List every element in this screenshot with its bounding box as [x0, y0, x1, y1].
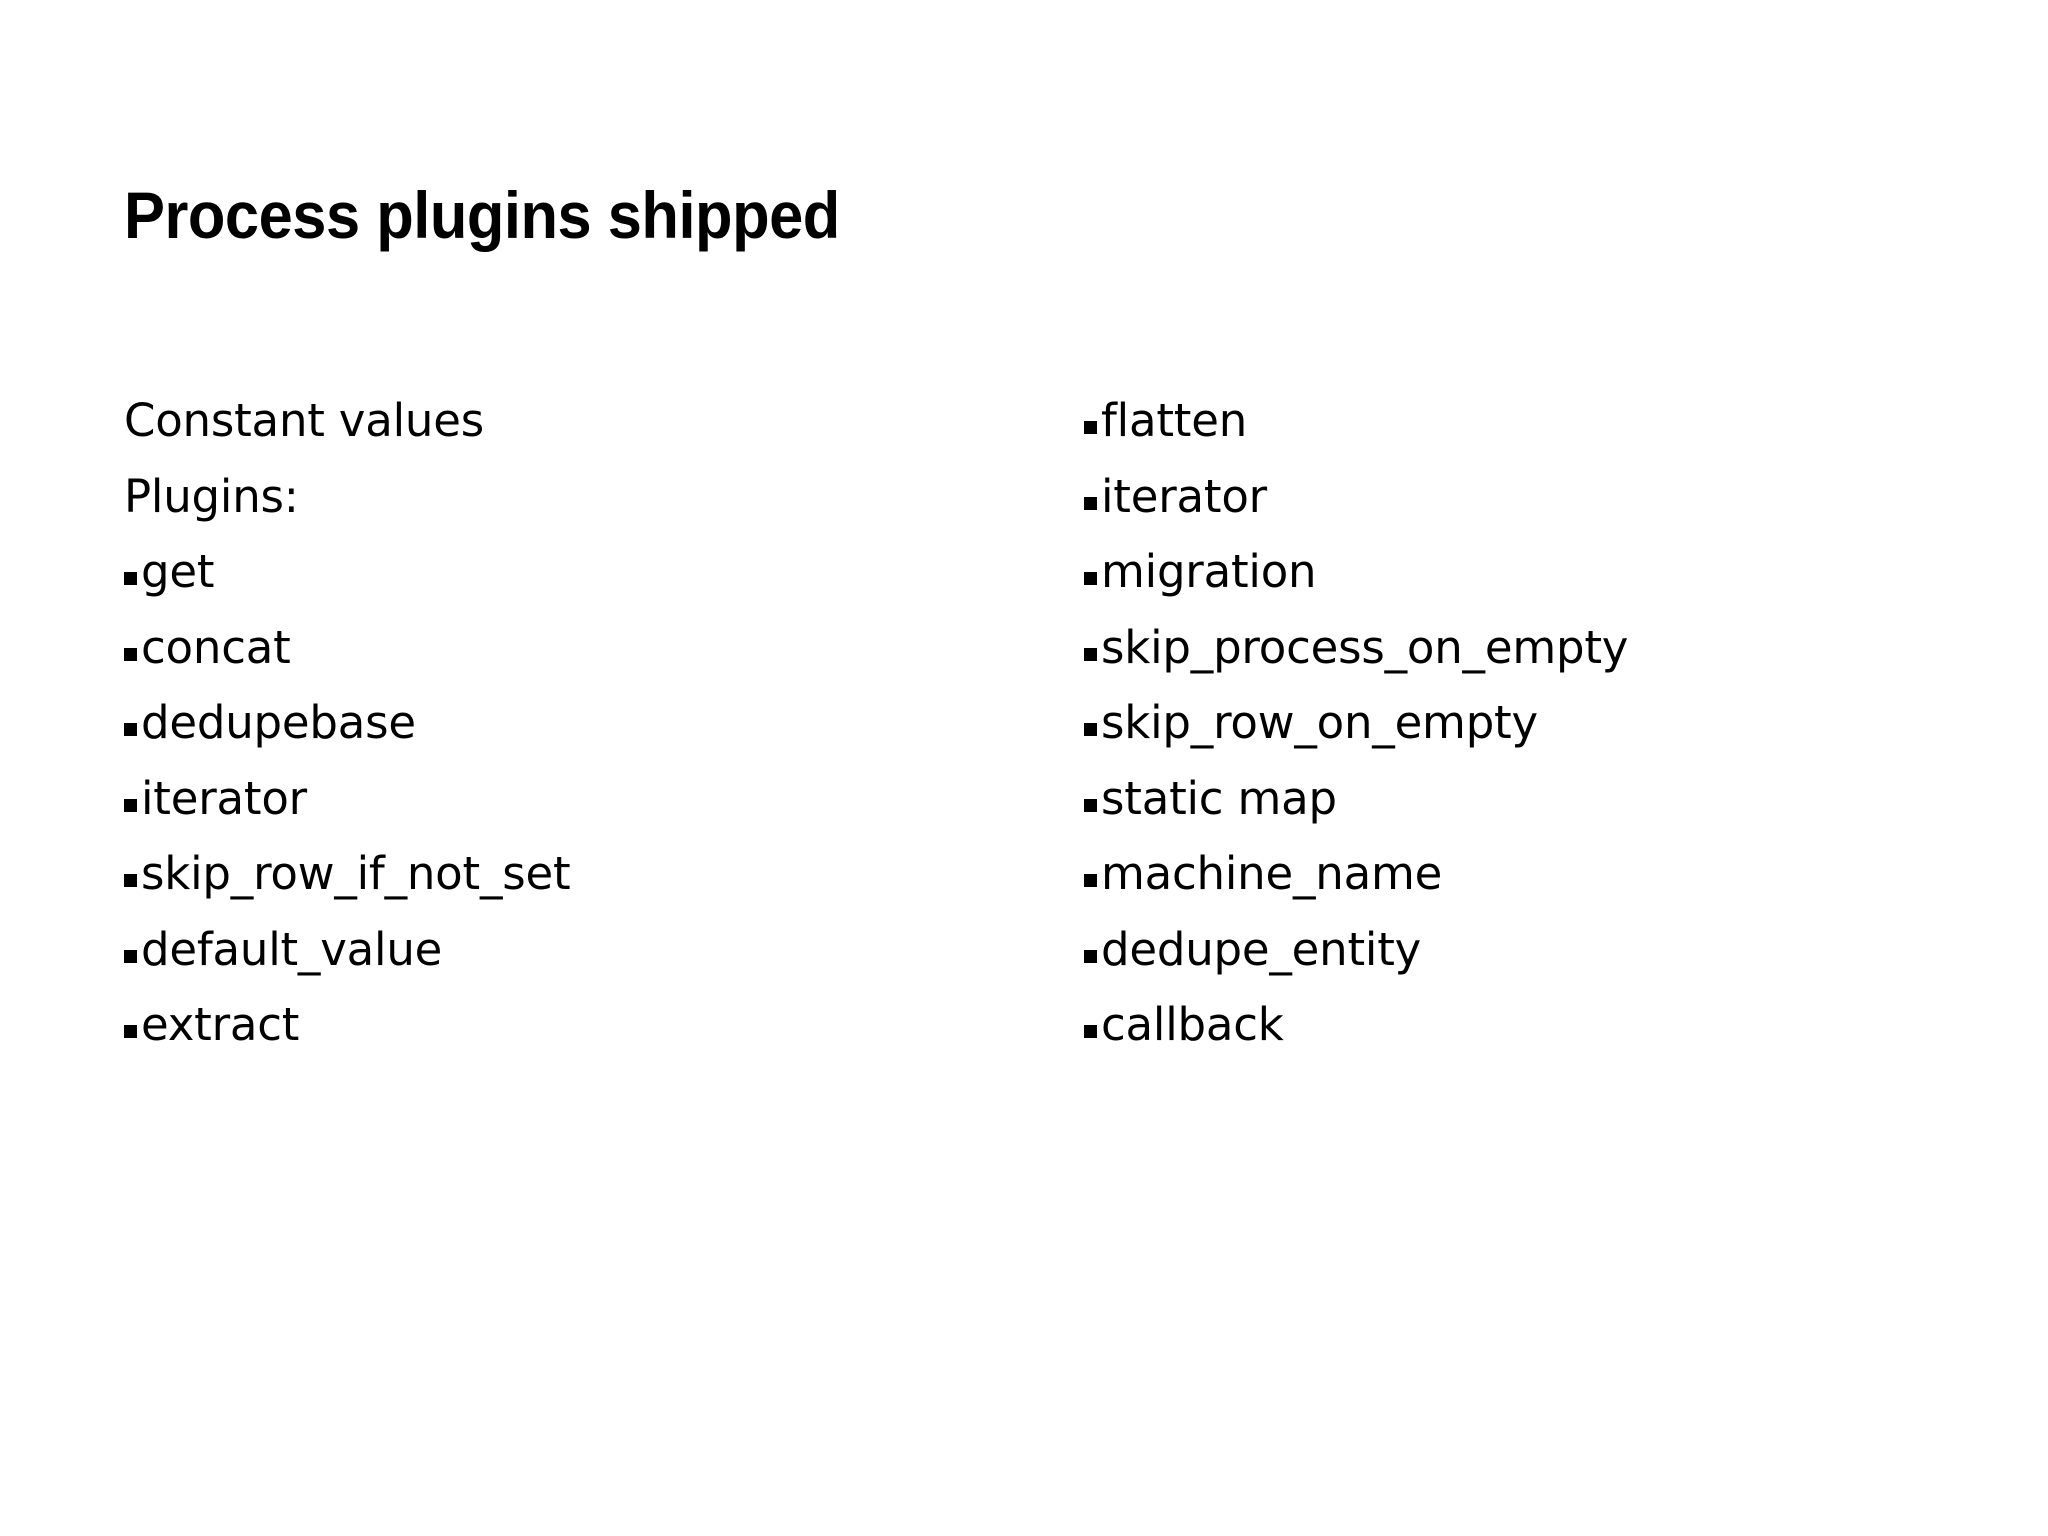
list-item-label: flatten [1101, 394, 1248, 447]
square-bullet-icon [124, 798, 137, 812]
square-bullet-icon [1084, 496, 1097, 510]
page-title: Process plugins shipped [124, 178, 840, 252]
square-bullet-icon [1084, 798, 1097, 812]
square-bullet-icon [124, 647, 137, 661]
list-item: skip_row_on_empty [1084, 685, 1984, 761]
square-bullet-icon [1084, 572, 1097, 585]
list-item-label: iterator [141, 771, 307, 825]
plugin-list-right-column: flatten iterator migration skip_process_on_… [1084, 383, 1984, 1063]
list-item: skip_row_if_not_set [124, 836, 1024, 912]
list-item: concat [124, 610, 1024, 686]
list-item: dedupebase [124, 685, 1024, 761]
list-heading: Plugins: [124, 459, 1024, 535]
square-bullet-icon [1084, 723, 1097, 736]
list-item-label: concat [141, 620, 291, 674]
list-item: extract [124, 987, 1024, 1063]
list-item-label: machine_name [1101, 847, 1443, 900]
square-bullet-icon [124, 874, 137, 887]
list-item-label: skip_row_on_empty [1101, 696, 1538, 749]
square-bullet-icon [124, 572, 137, 585]
list-item: machine_name [1084, 836, 1984, 912]
square-bullet-icon [1084, 421, 1097, 434]
list-item: get [124, 534, 1024, 610]
list-item: migration [1084, 534, 1984, 610]
list-item-label: skip_row_if_not_set [141, 847, 571, 900]
square-bullet-icon [1084, 949, 1097, 963]
list-item: flatten [1084, 383, 1984, 459]
list-item-label: skip_process_on_empty [1101, 620, 1629, 674]
list-item-label: Plugins: [124, 469, 299, 523]
list-item: iterator [124, 761, 1024, 837]
list-item-label: extract [141, 998, 300, 1051]
list-item: static map [1084, 761, 1984, 837]
list-item: iterator [1084, 459, 1984, 535]
list-item: skip_process_on_empty [1084, 610, 1984, 686]
square-bullet-icon [124, 1025, 137, 1038]
list-item-label: default_value [141, 922, 443, 976]
list-item-label: dedupe_entity [1101, 922, 1422, 976]
list-item-label: callback [1101, 998, 1284, 1051]
list-item-label: iterator [1101, 469, 1267, 523]
list-item-label: dedupebase [141, 696, 416, 749]
list-item: default_value [124, 912, 1024, 988]
list-item: dedupe_entity [1084, 912, 1984, 988]
list-item-label: migration [1101, 545, 1317, 598]
square-bullet-icon [124, 949, 137, 963]
square-bullet-icon [1084, 647, 1097, 661]
list-heading: Constant values [124, 383, 1024, 459]
list-item-label: Constant values [124, 394, 484, 447]
list-item-label: get [141, 545, 215, 598]
list-item: callback [1084, 987, 1984, 1063]
square-bullet-icon [1084, 1025, 1097, 1038]
square-bullet-icon [124, 723, 137, 736]
list-item-label: static map [1101, 771, 1337, 825]
square-bullet-icon [1084, 874, 1097, 887]
